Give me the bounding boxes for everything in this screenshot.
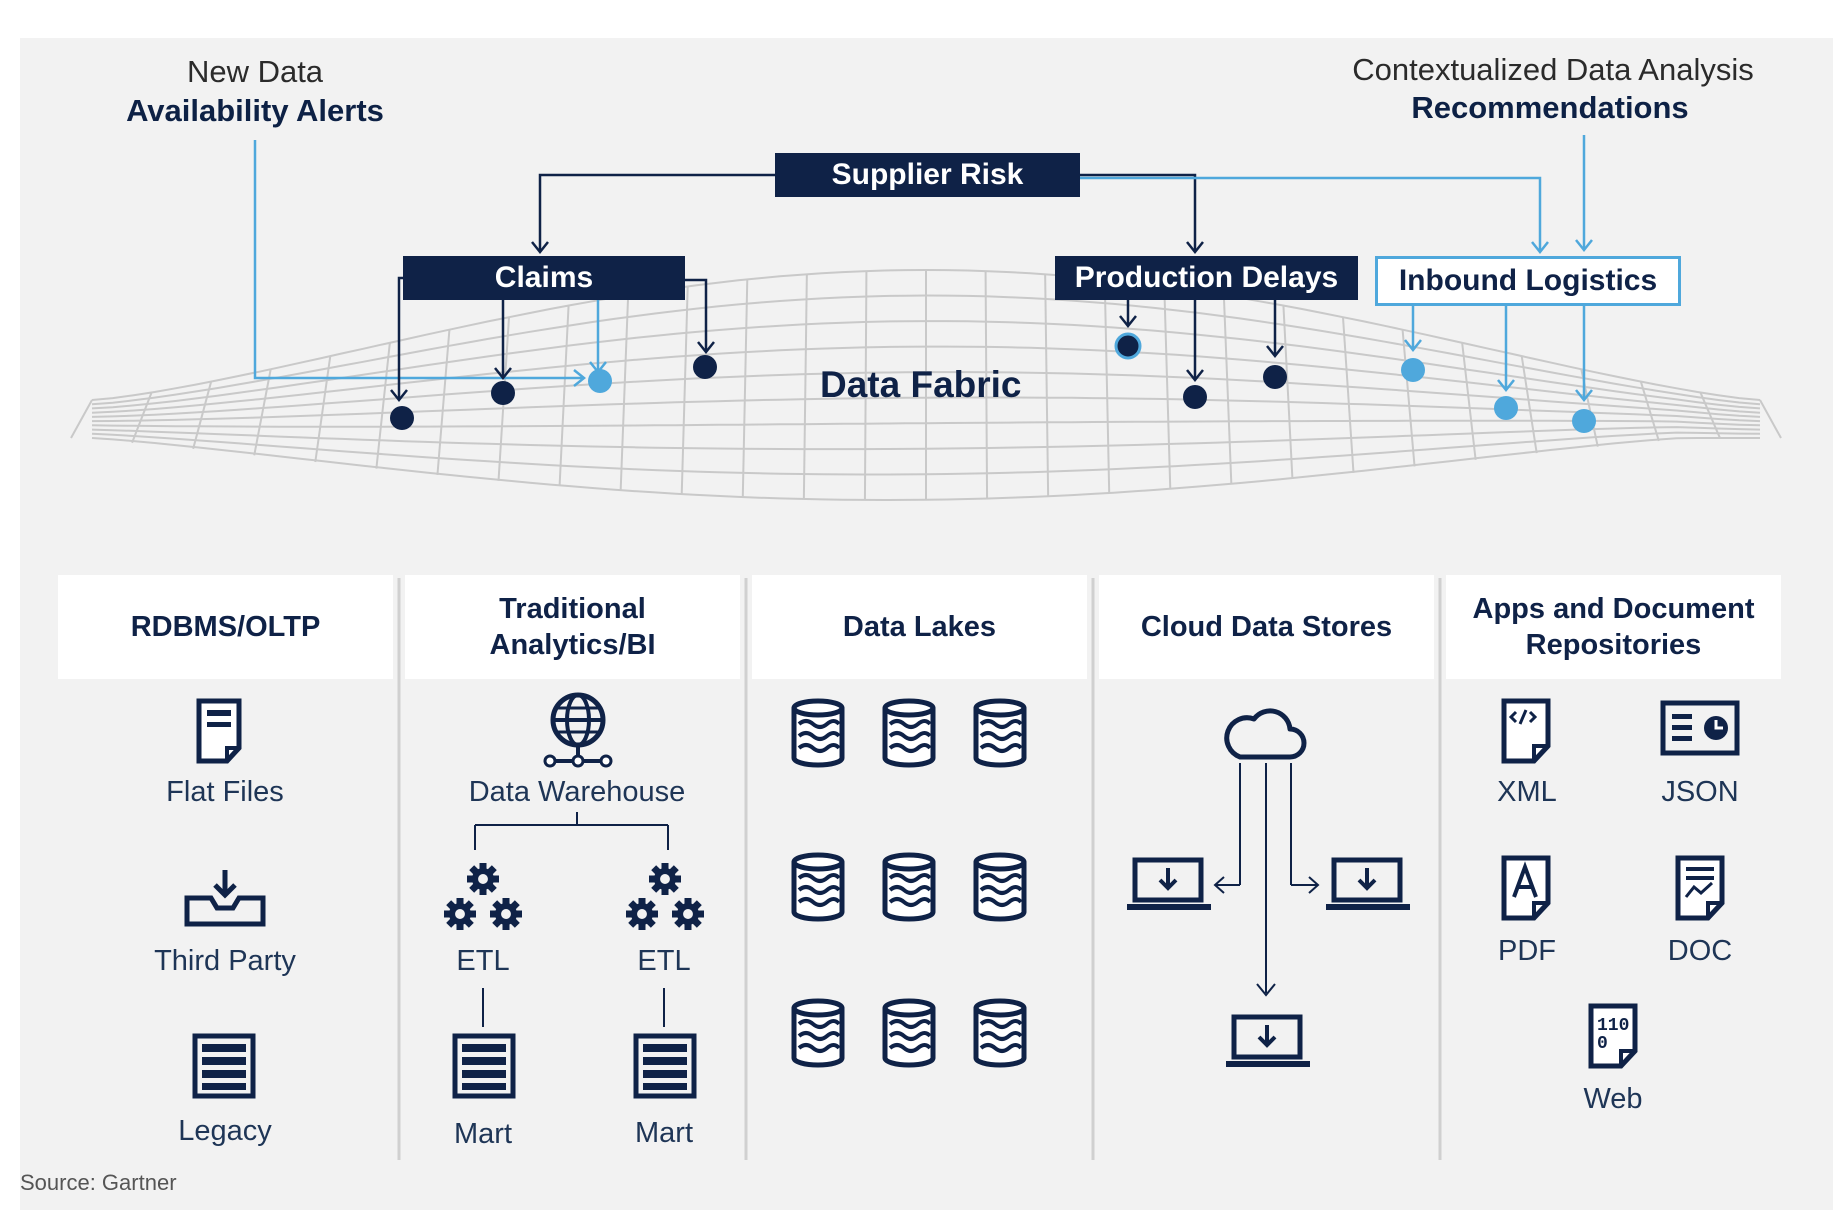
mart-label: Mart — [454, 1118, 512, 1150]
laptop-download-icon — [1127, 857, 1211, 910]
doc-file-icon — [1675, 855, 1725, 921]
laptop-download-icon — [1226, 1014, 1310, 1067]
claims-box: Claims — [403, 256, 685, 300]
server-icon — [633, 1033, 697, 1099]
data-warehouse-label: Data Warehouse — [468, 776, 686, 808]
column-title: Cloud Data Stores — [1140, 611, 1393, 643]
xml-file-icon — [1501, 698, 1551, 764]
source-note: Source: Gartner — [20, 1170, 177, 1195]
svg-text:110: 110 — [1597, 1016, 1629, 1036]
column-title: Traditional Analytics/BI — [489, 593, 656, 661]
pdf-file-icon — [1501, 855, 1551, 921]
database-icon — [791, 998, 845, 1068]
globe-network-icon — [543, 692, 613, 768]
fabric-point — [491, 381, 515, 405]
availability-alerts-label: Availability Alerts — [126, 93, 384, 128]
column-header-rdbms: RDBMS/OLTP — [58, 575, 393, 679]
server-icon — [192, 1033, 256, 1099]
database-icon — [882, 698, 936, 768]
column-title: Apps and Document Repositories — [1472, 593, 1755, 661]
etl-label: ETL — [456, 945, 510, 977]
legacy-label: Legacy — [178, 1115, 272, 1147]
cloud-icon — [1224, 708, 1307, 760]
fabric-point — [1263, 365, 1287, 389]
fabric-point — [1494, 396, 1518, 420]
database-icon — [973, 998, 1027, 1068]
json-label: JSON — [1661, 776, 1739, 808]
pdf-label: PDF — [1498, 935, 1556, 967]
database-icon — [973, 698, 1027, 768]
column-header-analytics: Traditional Analytics/BI — [405, 575, 740, 679]
recommendations-label: Recommendations — [1411, 90, 1689, 125]
supplier-risk-box: Supplier Risk — [775, 153, 1080, 197]
column-header-apps: Apps and Document Repositories — [1446, 575, 1781, 679]
fabric-point — [1114, 332, 1142, 360]
database-icon — [791, 852, 845, 922]
column-title: RDBMS/OLTP — [130, 611, 321, 643]
mart-label: Mart — [635, 1117, 693, 1149]
database-icon — [973, 852, 1027, 922]
etl-label: ETL — [637, 945, 691, 977]
column-header-cloud: Cloud Data Stores — [1099, 575, 1434, 679]
database-icon — [791, 698, 845, 768]
column-header-data-lakes: Data Lakes — [752, 575, 1087, 679]
third-party-label: Third Party — [154, 945, 296, 977]
data-fabric-label: Data Fabric — [820, 364, 1022, 405]
inbound-logistics-box: Inbound Logistics — [1375, 256, 1681, 306]
database-icon — [882, 852, 936, 922]
web-label: Web — [1583, 1083, 1643, 1115]
gears-icon — [626, 863, 704, 930]
contextualized-analysis-label: Contextualized Data Analysis — [1352, 52, 1754, 87]
doc-label: DOC — [1667, 935, 1733, 967]
flat-files-label: Flat Files — [166, 776, 284, 808]
web-file-icon: 110 0 — [1588, 1003, 1638, 1069]
fabric-point — [1572, 409, 1596, 433]
xml-label: XML — [1497, 776, 1557, 808]
laptop-download-icon — [1326, 857, 1410, 910]
server-icon — [452, 1033, 516, 1099]
gears-icon — [444, 863, 522, 930]
fabric-point — [588, 369, 612, 393]
database-icon — [882, 998, 936, 1068]
fabric-point — [390, 406, 414, 430]
new-data-label: New Data — [186, 54, 324, 89]
fabric-point — [693, 355, 717, 379]
production-delays-box: Production Delays — [1055, 256, 1358, 300]
file-icon — [196, 698, 242, 764]
column-title: Data Lakes — [842, 611, 997, 643]
inbox-download-icon — [184, 870, 266, 927]
svg-text:0: 0 — [1597, 1034, 1608, 1054]
fabric-point — [1183, 385, 1207, 409]
fabric-point — [1401, 358, 1425, 382]
json-icon — [1660, 700, 1740, 756]
